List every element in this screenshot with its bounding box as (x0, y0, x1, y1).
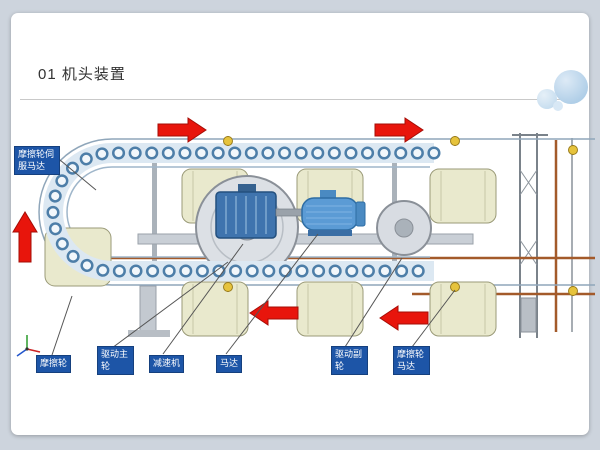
fitting-icon (223, 282, 233, 292)
arrow-right-top-right-icon (374, 117, 424, 143)
label-drive-sub-wheel: 驱动副轮 (331, 346, 368, 376)
label-drive-main-wheel: 驱动主轮 (97, 346, 134, 376)
reducer-gearbox-part (215, 184, 305, 239)
rail-fittings (223, 136, 578, 296)
label-reducer: 减速机 (149, 355, 185, 373)
label-friction-wheel-motor: 摩擦轮马达 (393, 346, 430, 376)
decorative-bubble-large (554, 70, 588, 104)
fitting-icon (568, 286, 578, 296)
fitting-icon (568, 145, 578, 155)
fitting-icon (223, 136, 233, 146)
leader-lines (51, 159, 456, 356)
label-friction-wheel: 摩擦轮 (36, 355, 72, 373)
title-divider (20, 99, 580, 100)
coordinate-axis-icon (16, 335, 41, 357)
decorative-bubble-medium (537, 89, 557, 109)
drive-motor-part (301, 190, 366, 236)
page-title: 01 机头装置 (38, 66, 126, 83)
arrow-up-left-icon (12, 211, 38, 263)
right-frame-structure (512, 133, 573, 338)
label-motor: 马达 (216, 355, 243, 373)
arrow-left-bottom-right-icon (379, 305, 429, 331)
fitting-icon (450, 136, 460, 146)
arrow-right-top-left-icon (157, 117, 207, 143)
decorative-bubble-small (553, 101, 563, 111)
conveyor-chain (43, 143, 441, 281)
drive-sub-wheel-part (376, 200, 432, 256)
flow-arrows (12, 117, 429, 331)
label-friction-wheel-servo-motor: 摩擦轮伺服马达 (14, 146, 60, 176)
